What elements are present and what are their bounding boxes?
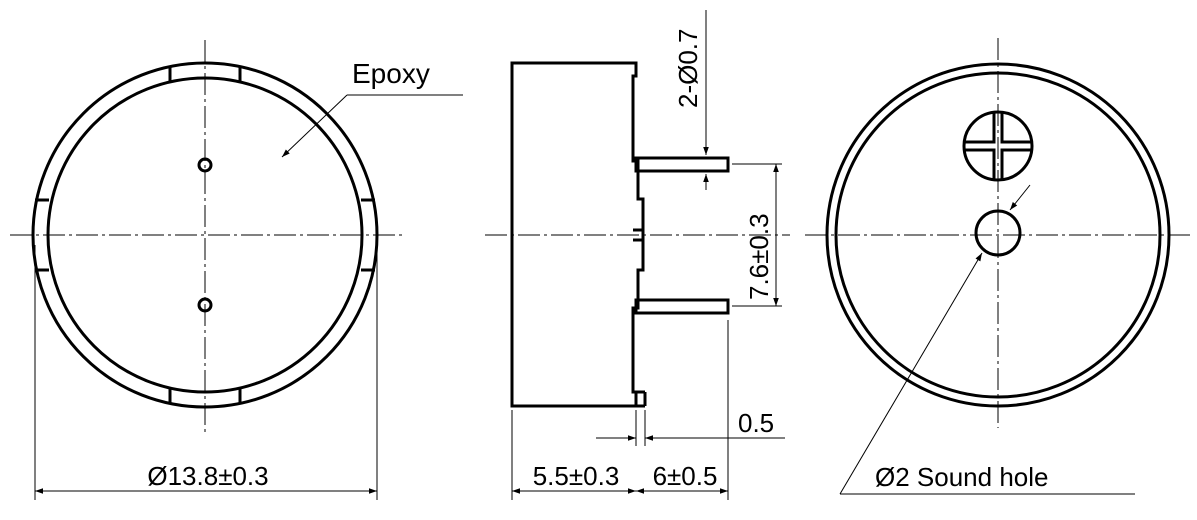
sound-hole-label: Ø2 Sound hole — [875, 462, 1048, 492]
pin-top — [634, 156, 730, 173]
side-view: 2-Ø0.7 7.6±0.3 0.5 5.5±0.3 6±0.5 — [485, 10, 790, 500]
epoxy-leader-arrow — [281, 94, 348, 158]
terminal-cross — [965, 113, 1031, 179]
sound-hole-leader — [839, 252, 983, 495]
pin-length-label: 6±0.5 — [653, 461, 718, 491]
buzzer-body — [510, 61, 645, 408]
epoxy-label: Epoxy — [352, 58, 430, 89]
pin-diameter-label: 2-Ø0.7 — [673, 29, 703, 109]
height-label: 5.5±0.3 — [533, 461, 620, 491]
pin-spacing-label: 7.6±0.3 — [744, 213, 774, 300]
back-view: Ø2 Sound hole — [805, 38, 1190, 495]
sound-hole-leader-tail — [1009, 184, 1031, 211]
front-view: Epoxy Ø13.8±0.3 — [10, 40, 463, 500]
pin-bottom — [634, 298, 730, 315]
offset-label: 0.5 — [738, 408, 774, 438]
diameter-label: Ø13.8±0.3 — [147, 461, 268, 491]
